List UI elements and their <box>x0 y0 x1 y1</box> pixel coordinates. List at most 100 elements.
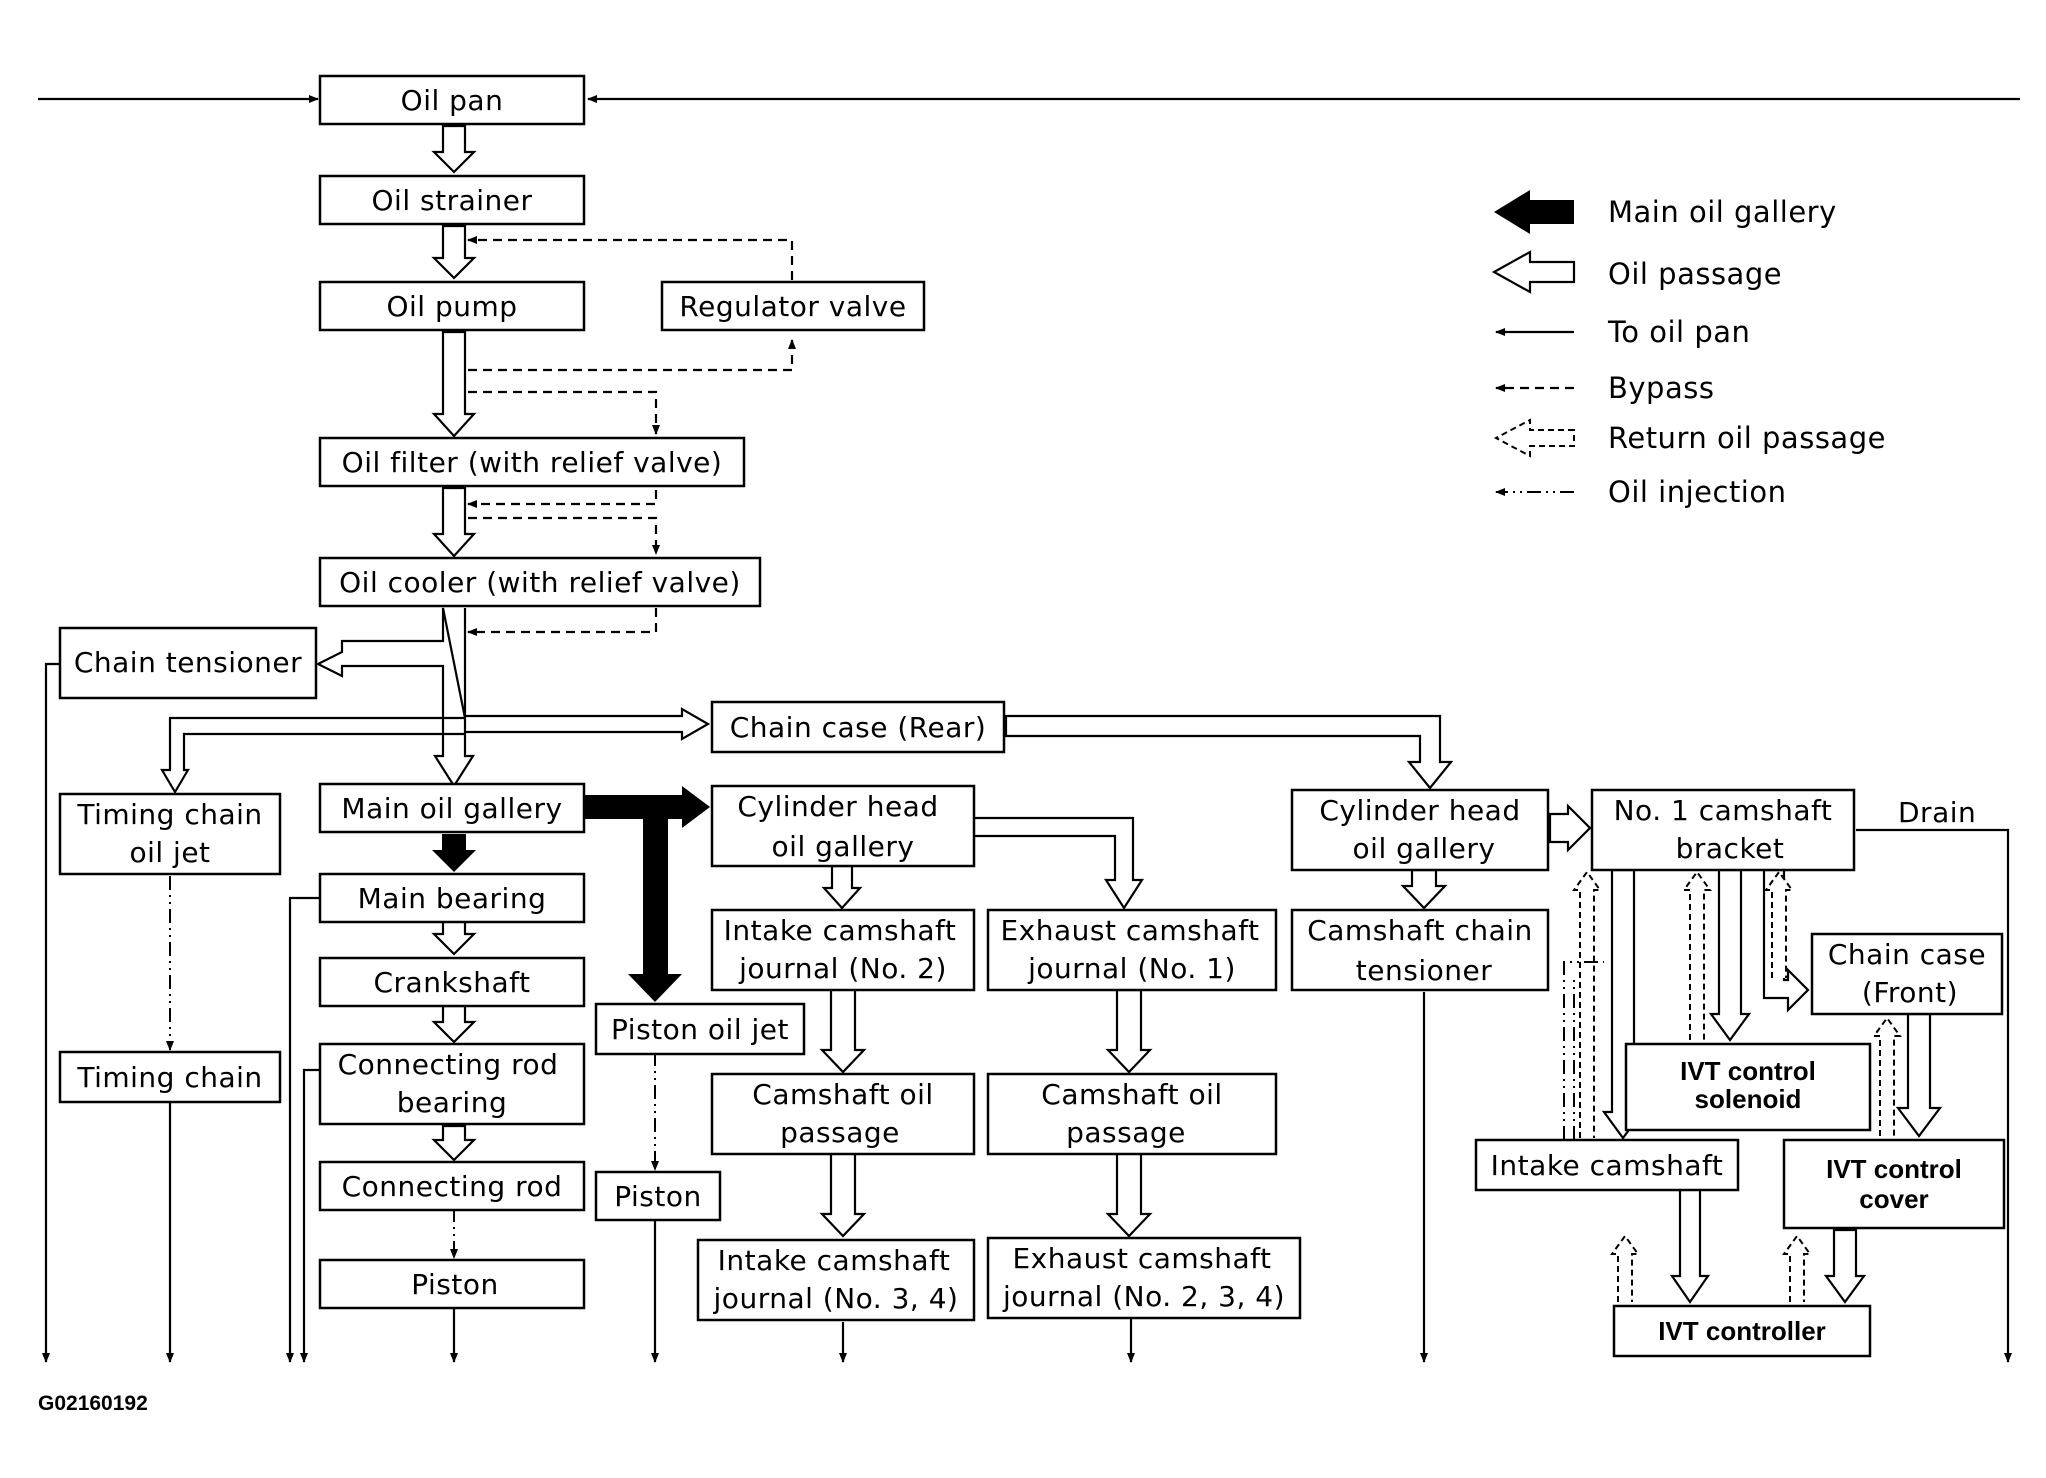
box-camshaft-oil-passage-left: Camshaft oil passage <box>710 1072 976 1156</box>
svg-text:Oil strainer: Oil strainer <box>372 184 533 217</box>
svg-text:solenoid: solenoid <box>1695 1084 1802 1114</box>
svg-text:Intake camshaft: Intake camshaft <box>724 914 957 947</box>
svg-text:Bypass: Bypass <box>1608 371 1714 405</box>
box-intake-camshaft-journal-no2: Intake camshaft journal (No. 2) <box>710 908 976 992</box>
svg-text:oil gallery: oil gallery <box>1353 832 1496 865</box>
box-ivt-control-cover: IVT control cover <box>1782 1138 2006 1230</box>
box-timing-chain-oil-jet: Timing chain oil jet <box>58 792 282 876</box>
svg-text:tensioner: tensioner <box>1356 954 1492 987</box>
box-oil-strainer: Oil strainer <box>318 174 586 226</box>
svg-text:bearing: bearing <box>397 1086 507 1119</box>
box-connecting-rod-bearing: Connecting rod bearing <box>318 1042 586 1126</box>
svg-text:Chain tensioner: Chain tensioner <box>74 646 302 679</box>
svg-text:Oil injection: Oil injection <box>1608 475 1787 509</box>
svg-text:Intake camshaft: Intake camshaft <box>718 1244 951 1277</box>
svg-text:Main oil gallery: Main oil gallery <box>341 792 562 825</box>
box-exhaust-camshaft-journal-no1: Exhaust camshaft journal (No. 1) <box>986 908 1278 992</box>
box-no1-camshaft-bracket: No. 1 camshaft bracket <box>1590 788 1856 872</box>
box-main-bearing: Main bearing <box>318 872 586 924</box>
box-oil-pump: Oil pump <box>318 280 586 332</box>
svg-text:journal (No. 2): journal (No. 2) <box>738 952 947 985</box>
svg-text:Camshaft oil: Camshaft oil <box>1041 1078 1222 1111</box>
svg-text:Camshaft chain: Camshaft chain <box>1307 914 1533 947</box>
legend: Main oil gallery Oil passage To oil pan … <box>1491 190 1886 509</box>
svg-text:Piston oil jet: Piston oil jet <box>611 1013 789 1046</box>
svg-text:Oil cooler (with relief valve): Oil cooler (with relief valve) <box>339 566 741 599</box>
svg-text:(Front): (Front) <box>1862 976 1958 1009</box>
legend-item-to-oil-pan: To oil pan <box>1495 315 1750 349</box>
box-ivt-controller: IVT controller <box>1612 1304 1872 1358</box>
legend-item-return-oil-passage: Return oil passage <box>1493 418 1886 458</box>
box-main-oil-gallery: Main oil gallery <box>318 782 586 834</box>
svg-text:Oil passage: Oil passage <box>1608 257 1782 291</box>
box-intake-camshaft-journal-no34: Intake camshaft journal (No. 3, 4) <box>696 1238 976 1322</box>
svg-text:Piston: Piston <box>614 1180 702 1213</box>
box-chain-case-front: Chain case (Front) <box>1810 932 2004 1016</box>
svg-text:Timing chain: Timing chain <box>76 1061 262 1094</box>
svg-text:Exhaust camshaft: Exhaust camshaft <box>1012 1242 1271 1275</box>
svg-text:passage: passage <box>780 1116 900 1149</box>
svg-text:Cylinder head: Cylinder head <box>737 790 938 823</box>
svg-text:Intake camshaft: Intake camshaft <box>1491 1149 1724 1182</box>
svg-text:Camshaft oil: Camshaft oil <box>752 1078 933 1111</box>
legend-item-oil-injection: Oil injection <box>1495 475 1787 509</box>
svg-text:IVT controller: IVT controller <box>1658 1316 1826 1346</box>
return-passages <box>1572 870 1902 1302</box>
svg-text:journal (No. 2, 3, 4): journal (No. 2, 3, 4) <box>1002 1280 1285 1313</box>
svg-text:Oil pan: Oil pan <box>401 84 504 117</box>
box-chain-case-rear: Chain case (Rear) <box>710 700 1006 754</box>
svg-text:Exhaust camshaft: Exhaust camshaft <box>1000 914 1259 947</box>
svg-text:oil gallery: oil gallery <box>772 830 915 863</box>
box-timing-chain: Timing chain <box>58 1050 282 1104</box>
box-oil-cooler: Oil cooler (with relief valve) <box>318 556 762 608</box>
svg-text:Oil pump: Oil pump <box>386 290 517 323</box>
box-piston-left: Piston <box>318 1258 586 1310</box>
svg-text:Regulator valve: Regulator valve <box>679 290 906 323</box>
box-ivt-control-solenoid: IVT control solenoid <box>1624 1042 1872 1132</box>
svg-text:Crankshaft: Crankshaft <box>373 966 530 999</box>
svg-text:IVT control: IVT control <box>1826 1154 1962 1184</box>
svg-text:journal (No. 3, 4): journal (No. 3, 4) <box>713 1282 959 1315</box>
box-chain-tensioner: Chain tensioner <box>58 626 318 700</box>
svg-text:passage: passage <box>1066 1116 1186 1149</box>
svg-text:Chain case (Rear): Chain case (Rear) <box>730 711 987 744</box>
box-cylinder-head-oil-gallery-left: Cylinder head oil gallery <box>710 784 976 868</box>
box-camshaft-oil-passage-right: Camshaft oil passage <box>986 1072 1278 1156</box>
svg-text:cover: cover <box>1859 1184 1928 1214</box>
box-connecting-rod: Connecting rod <box>318 1160 586 1212</box>
box-crankshaft: Crankshaft <box>318 956 586 1008</box>
svg-text:To oil pan: To oil pan <box>1607 315 1750 349</box>
oil-injection-lines <box>166 876 1604 1259</box>
box-piston-right: Piston <box>594 1170 722 1222</box>
svg-text:bracket: bracket <box>1676 832 1785 865</box>
box-intake-camshaft: Intake camshaft <box>1474 1138 1740 1192</box>
box-camshaft-chain-tensioner: Camshaft chain tensioner <box>1290 908 1550 992</box>
svg-text:Main bearing: Main bearing <box>358 882 547 915</box>
main-oil-gallery-arrows <box>432 786 710 1002</box>
svg-text:Connecting rod: Connecting rod <box>342 1170 563 1203</box>
svg-text:Oil filter (with relief valve): Oil filter (with relief valve) <box>342 446 723 479</box>
box-piston-oil-jet: Piston oil jet <box>594 1002 806 1056</box>
box-regulator-valve: Regulator valve <box>660 280 926 332</box>
legend-item-bypass: Bypass <box>1495 371 1714 405</box>
box-oil-pan: Oil pan <box>318 74 586 126</box>
legend-item-main-oil-gallery: Main oil gallery <box>1494 190 1837 234</box>
svg-text:Timing chain: Timing chain <box>76 798 262 831</box>
bypass-lines <box>467 236 796 636</box>
box-cylinder-head-oil-gallery-right: Cylinder head oil gallery <box>1290 788 1550 872</box>
svg-text:Main oil gallery: Main oil gallery <box>1608 195 1837 229</box>
svg-text:No. 1 camshaft: No. 1 camshaft <box>1614 794 1833 827</box>
box-oil-filter: Oil filter (with relief valve) <box>318 436 746 488</box>
svg-text:Return oil passage: Return oil passage <box>1608 421 1886 455</box>
svg-text:Connecting rod: Connecting rod <box>338 1048 559 1081</box>
legend-item-oil-passage: Oil passage <box>1491 250 1782 294</box>
svg-text:journal (No. 1): journal (No. 1) <box>1027 952 1236 985</box>
drain-lines <box>42 662 2012 1363</box>
drain-label: Drain <box>1898 796 1976 829</box>
svg-text:Cylinder head: Cylinder head <box>1319 794 1520 827</box>
svg-text:Piston: Piston <box>411 1268 499 1301</box>
box-exhaust-camshaft-journal-no234: Exhaust camshaft journal (No. 2, 3, 4) <box>986 1236 1302 1320</box>
svg-text:oil jet: oil jet <box>129 836 210 869</box>
figure-code: G02160192 <box>38 1392 148 1415</box>
